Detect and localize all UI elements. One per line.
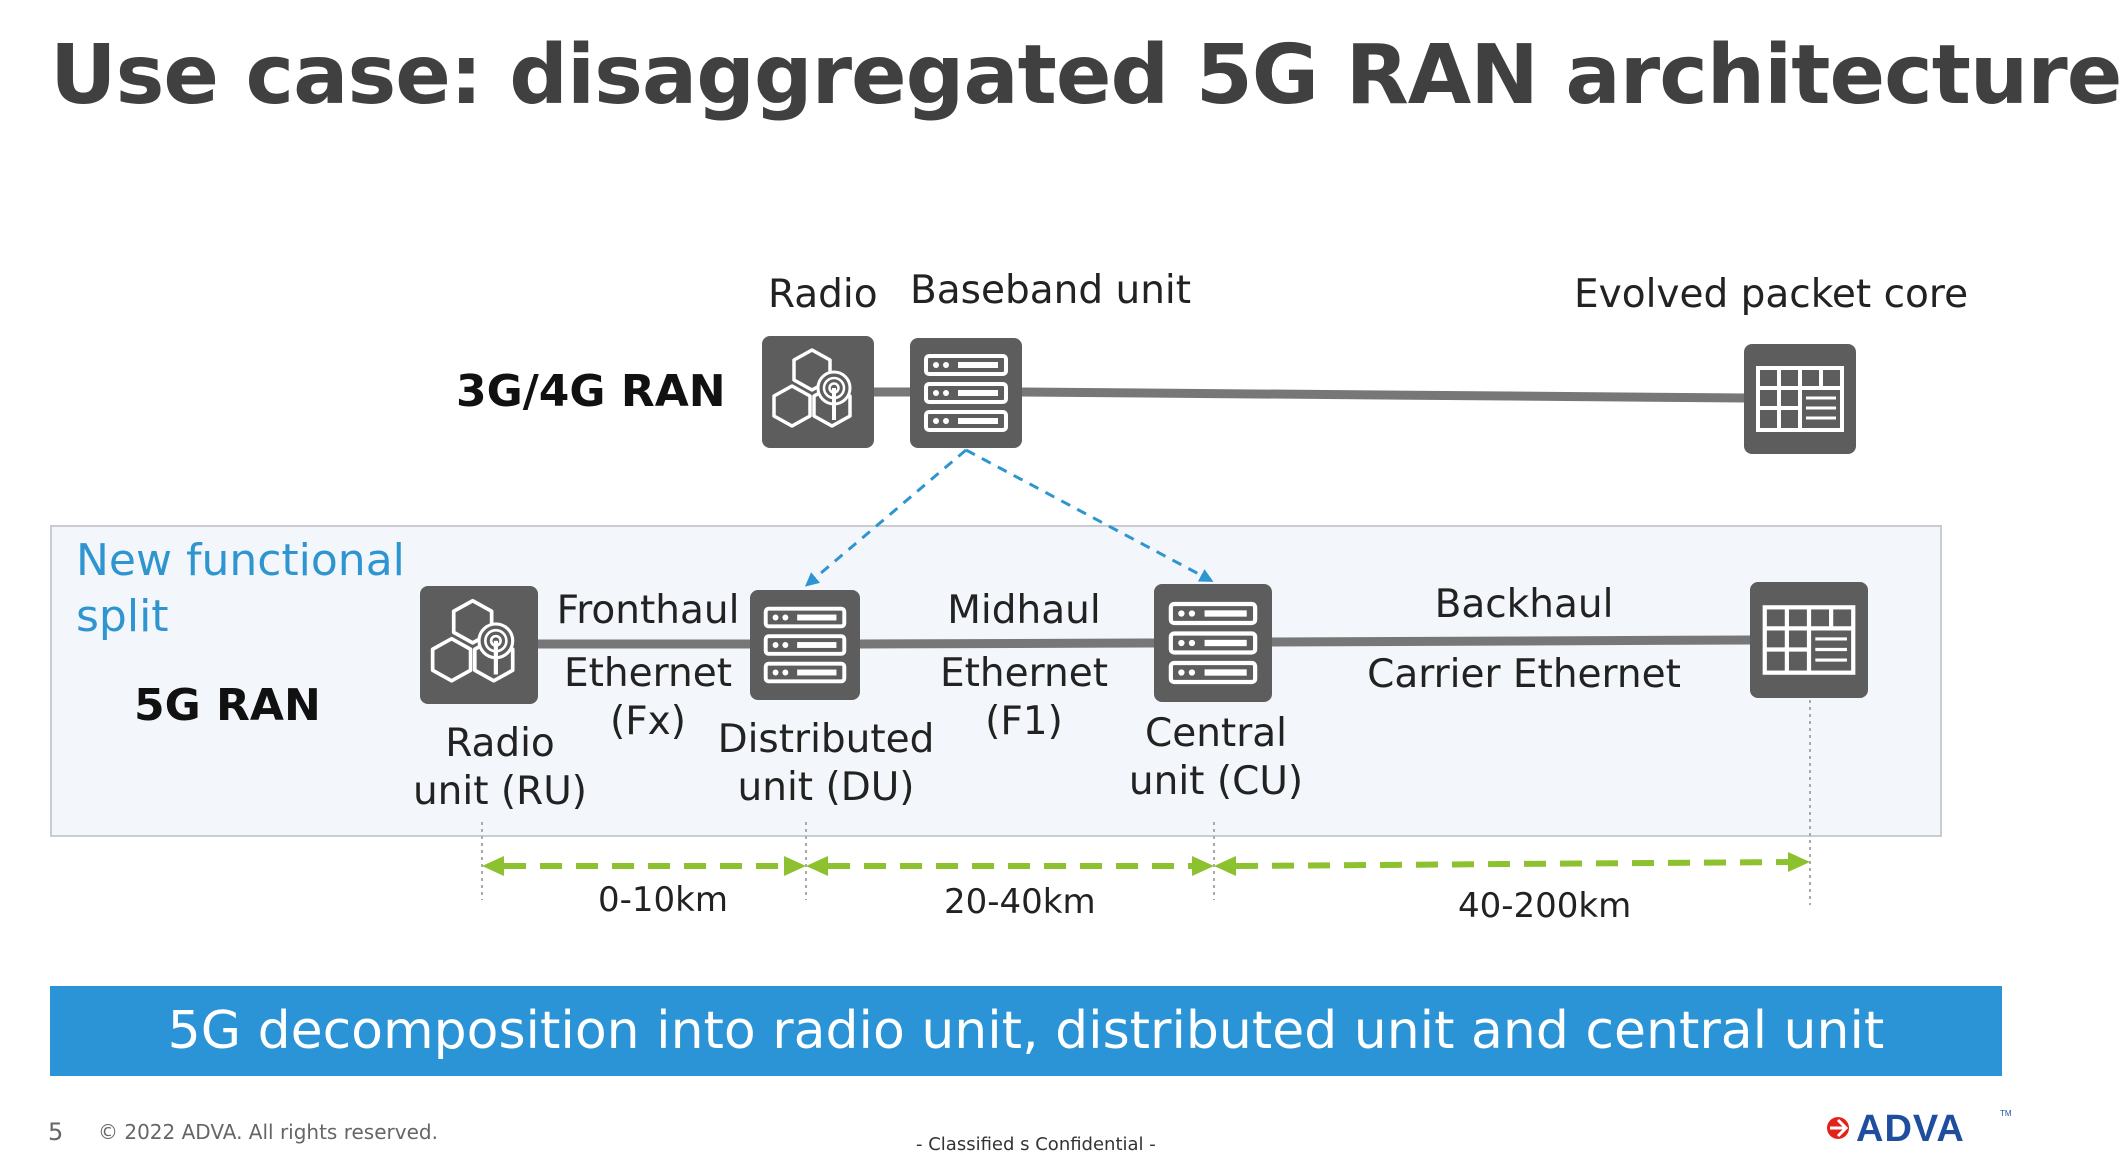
split-label-line1: New functional xyxy=(76,535,405,586)
adva-logo: ADVA TM xyxy=(1826,1106,2012,1150)
baseband-core-link xyxy=(1021,387,1747,403)
radio-unit-icon xyxy=(420,586,538,704)
split-arrow-to-cu xyxy=(965,448,1214,582)
fronthaul-if: (Fx) xyxy=(610,699,686,744)
central-unit-label: Central unit (CU) xyxy=(1116,710,1316,806)
distance-ru-du: 0-10km xyxy=(598,880,728,920)
central-unit-server-icon xyxy=(1154,584,1272,702)
page-number: 5 xyxy=(48,1118,64,1146)
distributed-unit-server-icon xyxy=(750,590,860,700)
fronthaul-interface-label: Ethernet (Fx) xyxy=(548,650,748,746)
svg-text:TM: TM xyxy=(2000,1109,2012,1118)
midhaul-interface-label: Ethernet (F1) xyxy=(924,650,1124,746)
classification-text: - Classified s Confidential - xyxy=(916,1134,1156,1155)
midhaul-if: (F1) xyxy=(985,699,1063,744)
radio-unit-label: Radio unit (RU) xyxy=(400,720,600,816)
central-unit-label-line2: unit (CU) xyxy=(1128,759,1304,804)
distributed-unit-label-line1: Distributed xyxy=(717,717,935,762)
adva-logo-mark: ADVA TM xyxy=(1827,1108,2012,1150)
copyright-text: © 2022 ADVA. All rights reserved. xyxy=(98,1120,438,1144)
fronthaul-label: Fronthaul xyxy=(556,588,740,633)
page-title: Use case: disaggregated 5G RAN architect… xyxy=(50,28,2121,123)
radio-unit-label-line1: Radio xyxy=(445,721,555,766)
distance-du-cu: 20-40km xyxy=(944,882,1096,922)
ran-5g-label: 5G RAN xyxy=(134,680,321,731)
core-table-icon xyxy=(1750,582,1868,698)
baseband-label: Baseband unit xyxy=(910,268,1192,313)
new-functional-split-region xyxy=(50,525,1942,837)
fronthaul-eth: Ethernet xyxy=(564,651,732,696)
distributed-unit-label: Distributed unit (DU) xyxy=(716,716,936,812)
split-label-line2: split xyxy=(76,591,169,642)
ran-4g-label: 3G/4G RAN xyxy=(456,366,726,417)
core-label: Evolved packet core xyxy=(1574,272,1969,317)
distance-arrow-cu-core xyxy=(1235,859,1791,869)
summary-banner: 5G decomposition into radio unit, distri… xyxy=(50,986,2002,1076)
evolved-packet-core-icon xyxy=(1744,344,1856,454)
baseband-server-icon xyxy=(910,338,1022,448)
new-functional-split-label: New functional split xyxy=(76,533,406,645)
backhaul-label: Backhaul xyxy=(1434,582,1614,627)
midhaul-label: Midhaul xyxy=(947,588,1101,633)
distributed-unit-label-line2: unit (DU) xyxy=(737,765,915,810)
distance-cu-core: 40-200km xyxy=(1458,886,1632,926)
backhaul-interface-label: Carrier Ethernet xyxy=(1367,652,1681,697)
central-unit-label-line1: Central xyxy=(1144,711,1287,756)
midhaul-eth: Ethernet xyxy=(940,651,1108,696)
radio-unit-label-line2: unit (RU) xyxy=(412,769,588,814)
midhaul-link xyxy=(859,638,1155,649)
svg-text:ADVA: ADVA xyxy=(1856,1108,1965,1150)
radio-hexagon-icon xyxy=(762,336,874,448)
radio-4g-label: Radio xyxy=(768,272,878,317)
connection-lines xyxy=(481,387,1811,905)
split-arrow-to-du xyxy=(804,448,967,587)
backhaul-link xyxy=(1271,635,1751,647)
